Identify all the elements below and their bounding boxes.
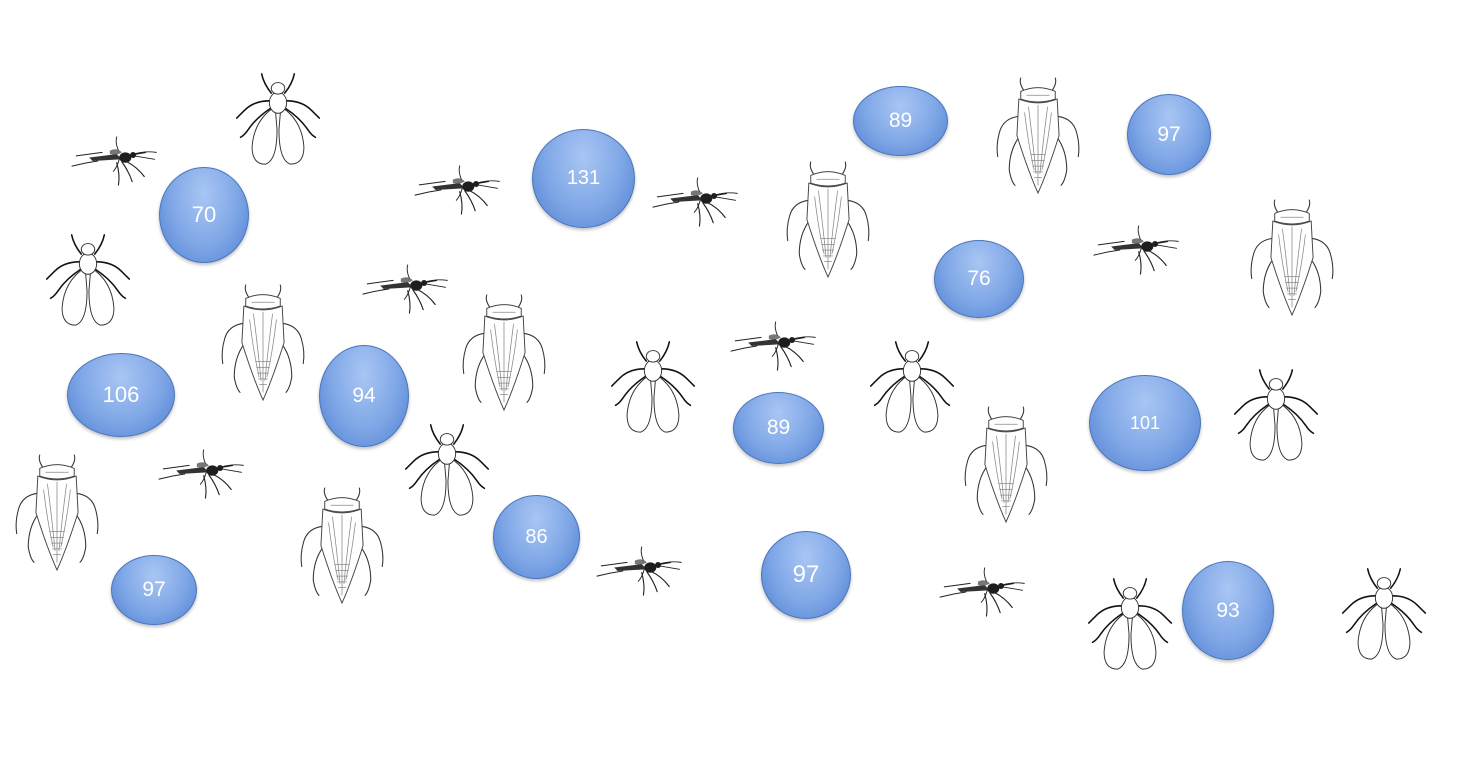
count-bubble[interactable]: 86 xyxy=(493,495,580,579)
count-bubble-label: 76 xyxy=(967,267,991,290)
count-bubble[interactable]: 131 xyxy=(532,129,635,228)
mosquito-icon[interactable] xyxy=(652,176,739,228)
water-bug-icon[interactable] xyxy=(990,77,1086,194)
count-bubble-label: 97 xyxy=(142,578,166,601)
count-bubble-label: 89 xyxy=(888,109,913,132)
fly-icon[interactable] xyxy=(868,340,956,436)
fly-icon[interactable] xyxy=(1232,368,1320,464)
fly-icon[interactable] xyxy=(1086,577,1174,673)
count-bubble[interactable]: 70 xyxy=(159,167,249,263)
count-bubble-label: 94 xyxy=(352,384,376,407)
count-bubble[interactable]: 76 xyxy=(934,240,1024,318)
count-bubble-label: 131 xyxy=(566,167,601,189)
mosquito-icon[interactable] xyxy=(414,164,501,216)
mosquito-icon[interactable] xyxy=(71,135,158,187)
fly-icon[interactable] xyxy=(1340,567,1428,663)
count-bubble-label: 89 xyxy=(766,416,791,439)
water-bug-icon[interactable] xyxy=(294,487,390,604)
fly-icon[interactable] xyxy=(44,233,132,329)
fly-icon[interactable] xyxy=(234,72,322,168)
count-bubble[interactable]: 97 xyxy=(1127,94,1211,175)
count-bubble[interactable]: 97 xyxy=(761,531,851,619)
count-bubble[interactable]: 97 xyxy=(111,555,197,625)
count-bubble-label: 97 xyxy=(1157,122,1181,146)
mosquito-icon[interactable] xyxy=(939,566,1026,618)
count-bubble-label: 106 xyxy=(102,382,140,407)
mosquito-icon[interactable] xyxy=(362,263,449,315)
count-bubble[interactable]: 93 xyxy=(1182,561,1274,660)
count-bubble[interactable]: 89 xyxy=(733,392,824,464)
count-bubble-label: 97 xyxy=(792,561,820,588)
fly-icon[interactable] xyxy=(403,423,491,519)
count-bubble-label: 86 xyxy=(525,525,548,548)
count-bubble-label: 70 xyxy=(191,202,217,227)
count-bubble[interactable]: 101 xyxy=(1089,375,1201,471)
water-bug-icon[interactable] xyxy=(456,294,552,411)
mosquito-icon[interactable] xyxy=(158,448,245,500)
mosquito-icon[interactable] xyxy=(1093,224,1180,276)
water-bug-icon[interactable] xyxy=(958,406,1054,523)
count-bubble[interactable]: 94 xyxy=(319,345,409,447)
water-bug-icon[interactable] xyxy=(215,284,311,401)
water-bug-icon[interactable] xyxy=(1244,199,1340,316)
count-bubble-label: 93 xyxy=(1216,598,1240,622)
count-bubble[interactable]: 106 xyxy=(67,353,175,437)
count-bubble-label: 101 xyxy=(1129,412,1161,433)
water-bug-icon[interactable] xyxy=(9,454,105,571)
mosquito-icon[interactable] xyxy=(596,545,683,597)
water-bug-icon[interactable] xyxy=(780,161,876,278)
fly-icon[interactable] xyxy=(609,340,697,436)
count-bubble[interactable]: 89 xyxy=(853,86,948,156)
mosquito-icon[interactable] xyxy=(730,320,817,372)
